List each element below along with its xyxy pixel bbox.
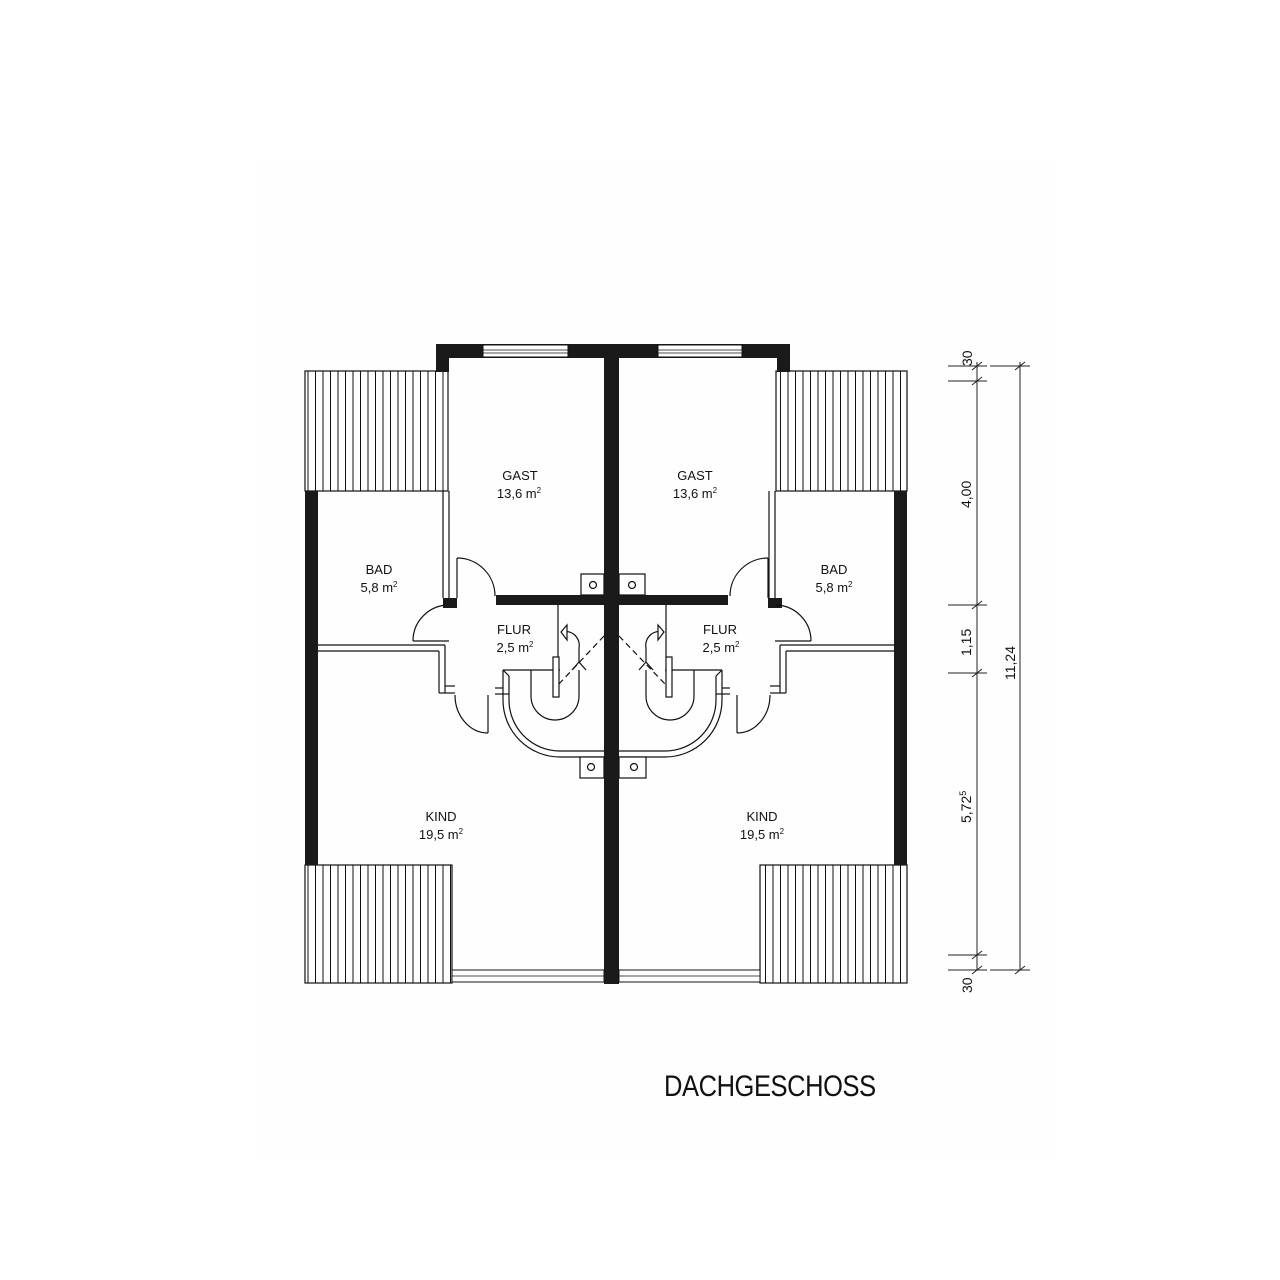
room-name-gast-right: GAST (677, 468, 712, 483)
drawing-sheet (255, 160, 1055, 1160)
room-name-flur-right: FLUR (703, 622, 737, 637)
dim-kind-depth: 5,725 (958, 791, 974, 823)
room-area-gast-left: 13,6 m2 (497, 486, 542, 501)
stairs (530, 605, 695, 721)
room-name-kind-right: KIND (746, 809, 777, 824)
room-area-gast-right: 13,6 m2 (673, 486, 718, 501)
room-area-flur-left: 2,5 m2 (497, 640, 535, 655)
room-area-kind-right: 19,5 m2 (740, 827, 785, 842)
doors (412, 557, 812, 734)
room-name-gast-left: GAST (502, 468, 537, 483)
dim-gast-depth: 4,00 (958, 481, 974, 508)
room-area-kind-left: 19,5 m2 (419, 827, 464, 842)
drawing-title: DACHGESCHOSS (664, 1070, 876, 1103)
dimension-chain (948, 361, 1030, 975)
top-windows (482, 344, 743, 358)
room-name-kind-left: KIND (425, 809, 456, 824)
room-name-bad-right: BAD (821, 562, 848, 577)
shaft-boxes (579, 573, 647, 779)
dim-flur-depth: 1,15 (958, 629, 974, 656)
bottom-windows (451, 969, 761, 983)
room-name-bad-left: BAD (366, 562, 393, 577)
room-labels: GAST 13,6 m2 GAST 13,6 m2 BAD 5,8 m2 BAD… (361, 468, 854, 842)
dim-top-wall: 30 (959, 350, 975, 366)
dim-total: 11,24 (1002, 646, 1018, 680)
roof-slope-hatching (304, 370, 908, 984)
dimension-labels: 30 4,00 1,15 5,725 30 11,24 (958, 350, 1018, 993)
room-area-bad-right: 5,8 m2 (816, 580, 854, 595)
interior-walls (318, 491, 894, 758)
room-area-bad-left: 5,8 m2 (361, 580, 399, 595)
room-name-flur-left: FLUR (497, 622, 531, 637)
dim-bottom-wall: 30 (959, 977, 975, 993)
room-area-flur-right: 2,5 m2 (703, 640, 741, 655)
